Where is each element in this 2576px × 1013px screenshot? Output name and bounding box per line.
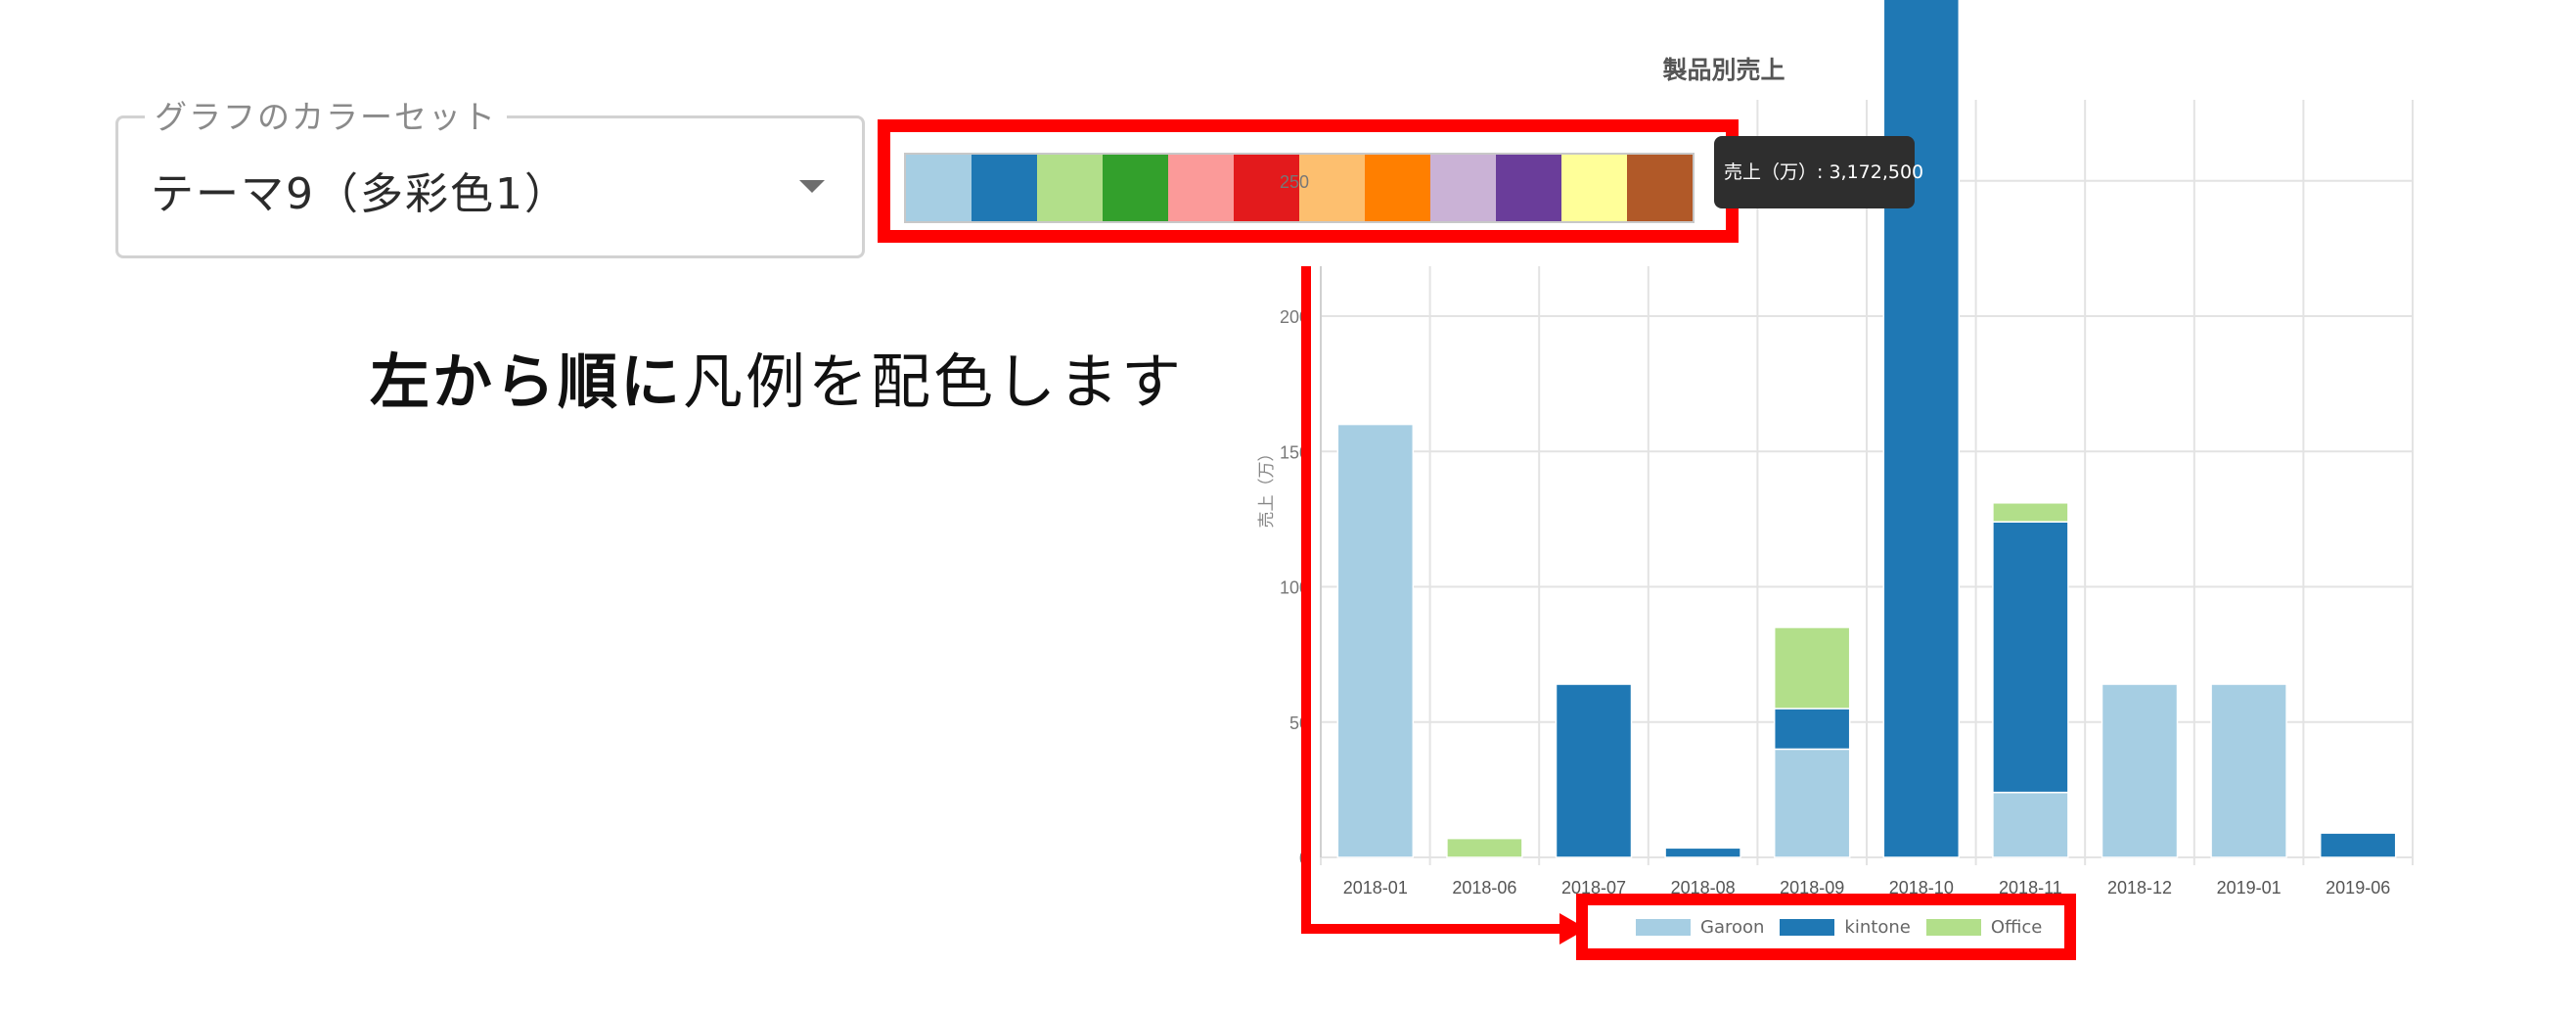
chart-tooltip: 売上（万）: 3,172,500 [1714,136,1923,208]
palette-swatch-2 [972,155,1037,221]
palette-swatch-11 [1561,155,1627,221]
palette-swatch-8 [1365,155,1430,221]
palette-swatch-5 [1168,155,1234,221]
x-tick-label: 2018-06 [1452,878,1516,898]
legend-item-kintone[interactable]: kintone [1780,916,1911,938]
legend-label: Garoon [1700,916,1765,938]
x-tick-label: 2019-01 [2217,878,2282,898]
legend-label: Office [1990,916,2043,938]
palette-swatch-6 [1234,155,1299,221]
bar-garoon-2018-09 [1773,748,1851,858]
arrow-line-vertical [1301,266,1311,934]
palette-swatch-12 [1627,155,1693,221]
legend-item-office[interactable]: Office [1925,916,2043,938]
caret-down-icon[interactable] [799,180,825,193]
instruction-normal: 凡例を配色します [683,347,1185,417]
legend-item-garoon[interactable]: Garoon [1636,917,1764,938]
y-tick-label: 250 [1280,172,1309,192]
x-tick-label: 2018-09 [1780,878,1844,898]
legend-swatch [1636,918,1691,936]
bar-garoon-2018-01 [1336,423,1415,858]
instruction-text: 左から順に凡例を配色します [370,333,1184,420]
x-tick-label: 2018-01 [1343,878,1408,898]
bar-garoon-2018-12 [2101,683,2179,858]
bar-garoon-2019-01 [2210,683,2287,858]
color-palette [904,153,1695,223]
x-tick-label: 2018-12 [2107,878,2172,898]
color-set-label: グラフのカラーセット [145,91,507,138]
x-tick-label: 2018-07 [1561,878,1626,898]
legend-swatch [1780,918,1835,936]
bar-kintone-2018-09 [1773,708,1851,751]
legend-swatch [1925,918,1981,936]
palette-swatch-7 [1299,155,1365,221]
x-tick-label: 2019-06 [2326,878,2390,898]
palette-swatch-10 [1496,155,1561,221]
bar-kintone-2018-10 [1882,0,1961,858]
bar-office-2018-09 [1773,626,1851,710]
bar-office-2018-06 [1446,837,1523,858]
color-set-value: テーマ9（多彩色1） [151,169,569,219]
chart-legend: Garoon kintone Office [1636,910,2057,944]
bar-kintone-2018-11 [1992,521,2069,794]
bar-office-2018-11 [1992,502,2069,523]
y-axis-title: 売上（万） [1257,445,1277,529]
palette-swatch-4 [1103,155,1168,221]
bar-garoon-2018-11 [1992,791,2069,858]
x-tick-label: 2018-08 [1671,878,1736,898]
palette-swatch-1 [906,155,972,221]
legend-label: kintone [1844,916,1911,938]
bar-kintone-2018-08 [1664,847,1741,858]
bar-kintone-2018-07 [1555,683,1633,858]
instruction-bold: 左から順に [370,347,684,417]
x-tick-label: 2018-10 [1889,878,1954,898]
x-tick-label: 2018-11 [1999,878,2062,898]
legend-highlight-frame [1576,894,2076,960]
bar-kintone-2019-06 [2319,832,2397,858]
palette-swatch-3 [1037,155,1103,221]
palette-swatch-9 [1430,155,1496,221]
arrow-line-horizontal [1301,924,1565,934]
